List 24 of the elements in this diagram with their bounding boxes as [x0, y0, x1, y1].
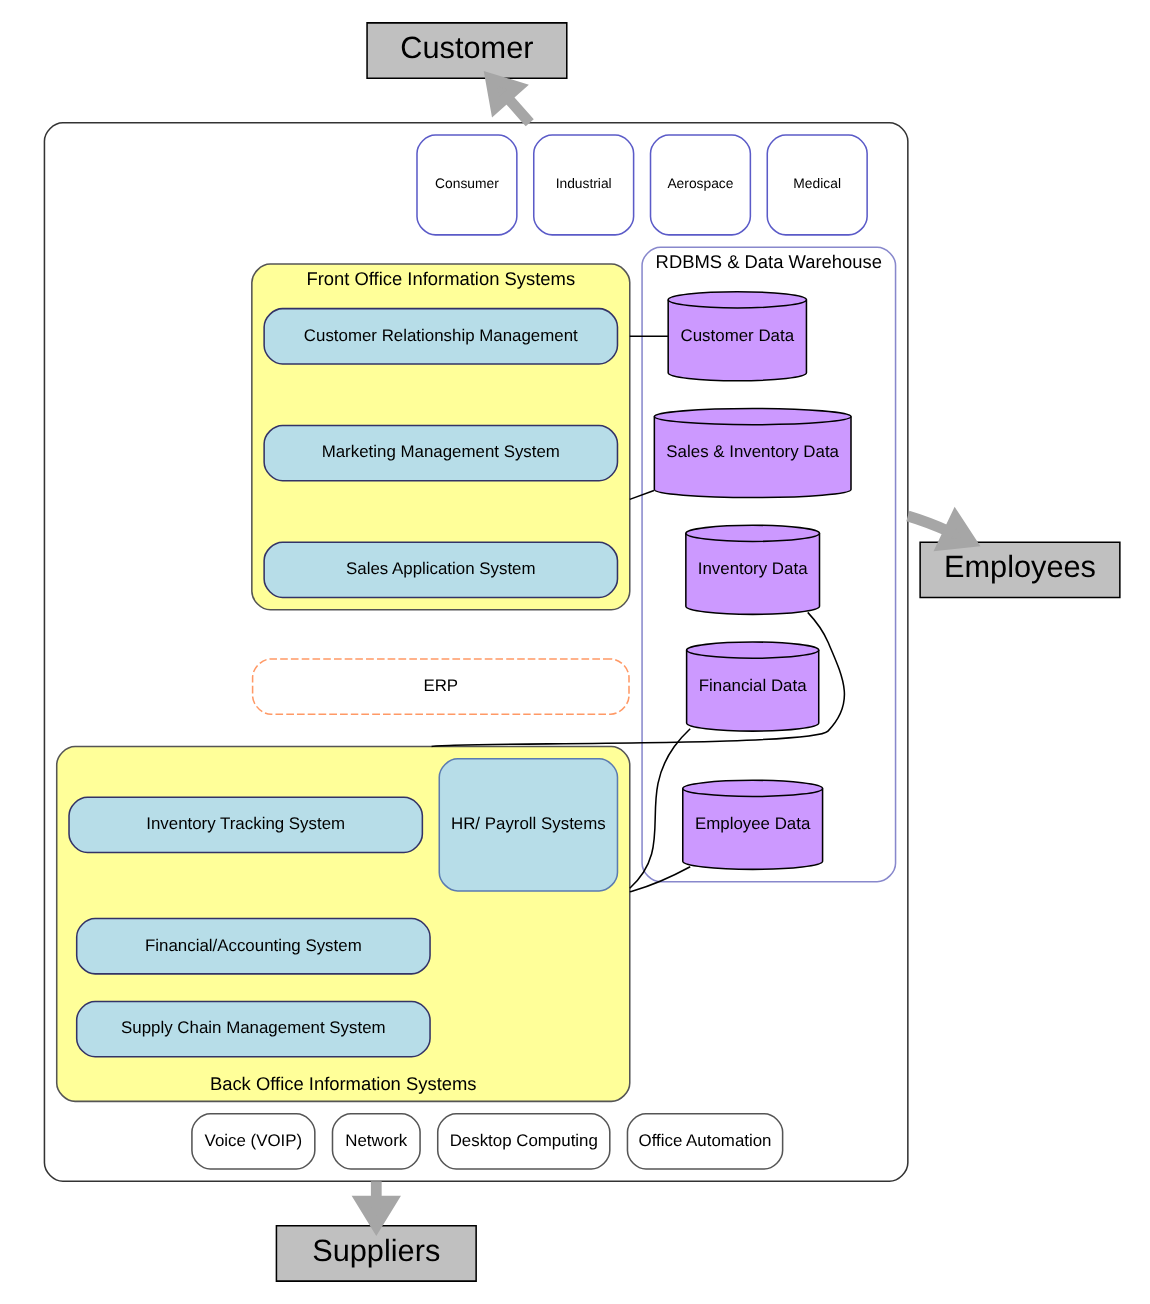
- node-box: Voice (VOIP): [190, 1112, 315, 1170]
- node-box: Sales Application System: [262, 541, 618, 599]
- connector: [628, 727, 690, 889]
- node-box: Supply Chain Management System: [74, 1000, 430, 1058]
- cluster: [42, 121, 908, 1183]
- node-box: ERP: [250, 658, 629, 715]
- node-box: Customer Relationship Management: [262, 307, 618, 365]
- arrow: [482, 70, 533, 127]
- node-box: Inventory Tracking System: [67, 796, 423, 854]
- node-box: Network: [330, 1112, 420, 1170]
- connector: [628, 489, 654, 501]
- node-box: HR/ Payroll Systems: [437, 758, 618, 892]
- node-box: Marketing Management System: [262, 424, 618, 482]
- arrow: [350, 1181, 400, 1237]
- node-box: Customer: [365, 22, 567, 79]
- arrow: [905, 506, 980, 552]
- node-box: Office Automation: [625, 1112, 783, 1170]
- node-box: Financial/Accounting System: [74, 917, 430, 975]
- node-box: Employees: [918, 541, 1120, 599]
- connector: [628, 865, 690, 893]
- node-box: Desktop Computing: [435, 1112, 610, 1170]
- node-box: Suppliers: [274, 1225, 476, 1282]
- connector: [628, 335, 668, 338]
- connector: [429, 611, 845, 748]
